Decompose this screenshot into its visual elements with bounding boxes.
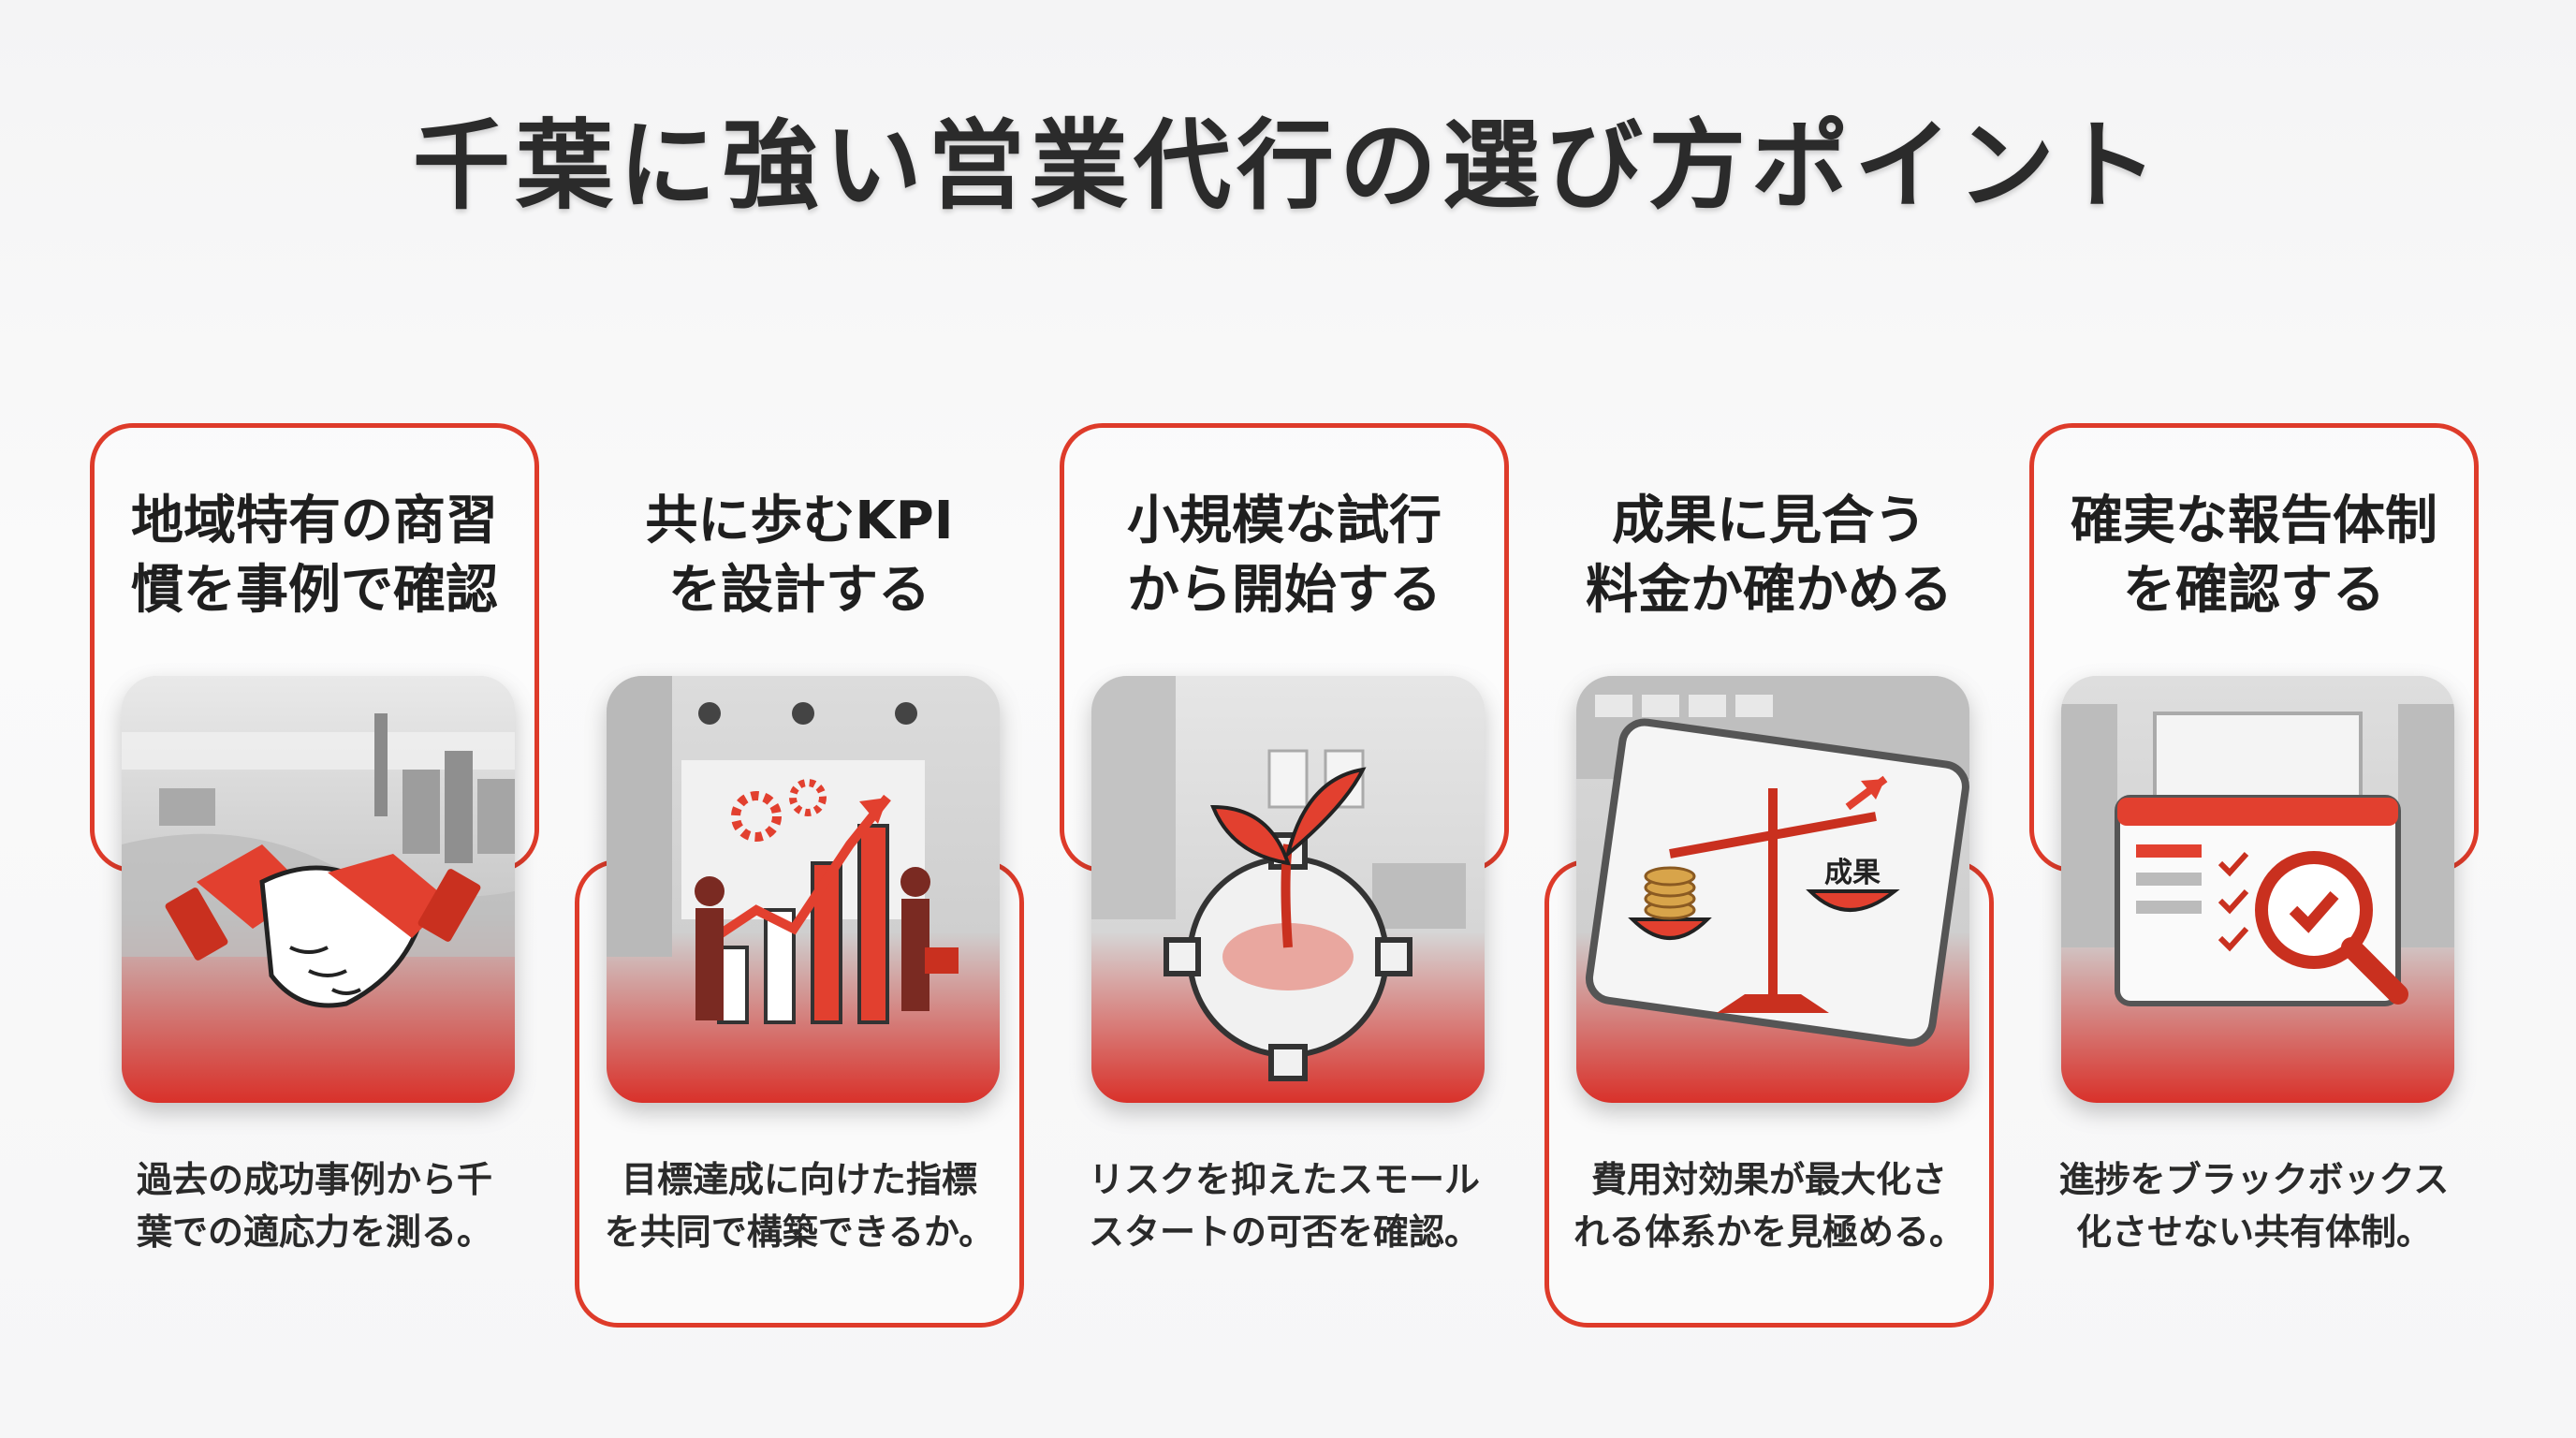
card-description: 目標達成に向けた指標 を共同で構築できるか。 (604, 1159, 995, 1253)
point-card-kpi-design: 共に歩むKPI を設計する (575, 0, 1061, 1438)
card-description: 過去の成功事例から千 葉での適応力を測る。 (136, 1159, 492, 1253)
point-card-fee-check: 成果に見合う 料金か確かめる (1544, 0, 2031, 1438)
report-magnifier-icon (2061, 676, 2454, 1103)
point-card-small-start: 小規模な試行 から開始する (1060, 0, 1546, 1438)
scale-illustration: 成果 (1576, 676, 1969, 1103)
page-title: 千葉に強い営業代行の選び方ポイント (412, 109, 2163, 223)
scale-label: 成果 (1824, 857, 1881, 889)
point-card-reporting: 確実な報告体制 を確認する (2029, 0, 2516, 1438)
card-description: 費用対効果が最大化さ れる体系かを見極める。 (1573, 1159, 1965, 1253)
balance-scale-icon: 成果 (1576, 676, 1969, 1103)
card-description: リスクを抑えたスモール スタートの可否を確認。 (1088, 1159, 1480, 1253)
handshake-icon (122, 676, 515, 1103)
card-heading: 確実な報告体制 を確認する (2071, 491, 2437, 621)
growth-chart-icon (607, 676, 1000, 1103)
sprout-illustration (1091, 676, 1485, 1103)
growth-illustration (607, 676, 1000, 1103)
card-heading: 共に歩むKPI を設計する (645, 491, 954, 621)
card-heading: 小規模な試行 から開始する (1127, 491, 1442, 621)
handshake-illustration (122, 676, 515, 1103)
card-heading: 地域特有の商習 慣を事例で確認 (131, 491, 498, 621)
point-card-regional-practice: 地域特有の商習 慣を事例で確認 (90, 0, 577, 1438)
report-illustration (2061, 676, 2454, 1103)
card-description: 進捗をブラックボックス 化させない共有体制。 (2058, 1159, 2450, 1253)
card-heading: 成果に見合う 料金か確かめる (1586, 491, 1953, 621)
sprout-gear-icon (1091, 676, 1485, 1103)
